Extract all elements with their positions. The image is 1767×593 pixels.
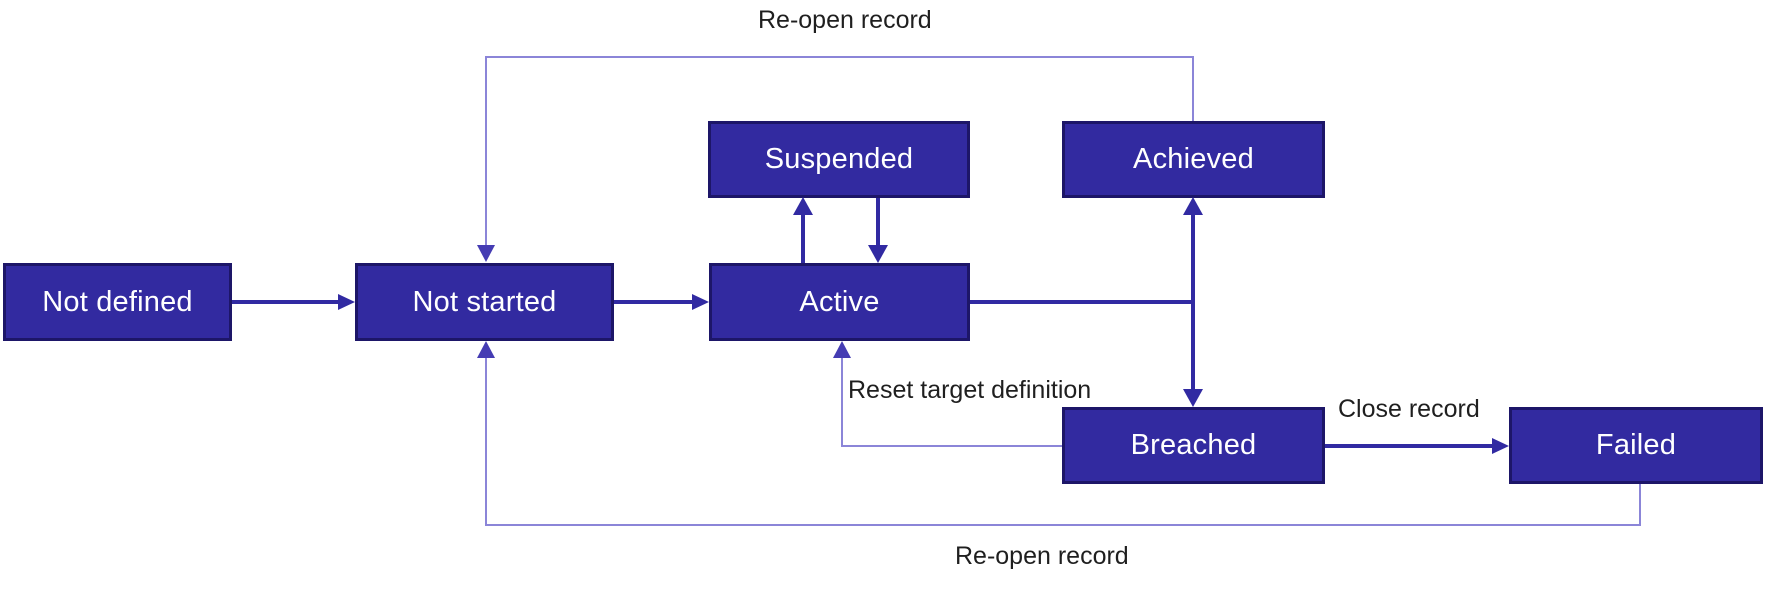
arrowhead-down-icon [868,245,888,263]
arrow-active-branch-vertical [1191,213,1195,392]
arrowhead-down-icon [477,245,495,262]
connector-failed-reopen-left [485,358,487,526]
arrowhead-right-icon [692,294,709,310]
edge-label-close-record: Close record [1338,395,1480,423]
arrow-active-branch-horizontal [970,300,1195,304]
connector-reset-horizontal [841,445,1062,447]
arrowhead-up-icon [1183,197,1203,215]
arrowhead-up-icon [477,341,495,358]
state-node-not-started: Not started [355,263,614,341]
arrow-active-to-suspended [801,212,805,263]
arrow-suspended-to-active [876,198,880,247]
state-node-suspended: Suspended [708,121,970,198]
connector-failed-reopen-right [1639,484,1641,525]
arrow-breached-to-failed [1325,444,1495,448]
arrow-not-started-to-active [614,300,694,304]
edge-label-reopen-record-bottom: Re-open record [955,542,1129,570]
connector-failed-reopen-bottom [485,524,1641,526]
arrow-not-defined-to-not-started [232,300,342,304]
state-node-active: Active [709,263,970,341]
arrowhead-right-icon [1492,438,1509,454]
state-node-not-defined: Not defined [3,263,232,341]
edge-label-reset-target-definition: Reset target definition [848,376,1092,404]
connector-achieved-reopen-right [1192,56,1194,121]
arrowhead-up-icon [833,341,851,358]
state-node-achieved: Achieved [1062,121,1325,198]
edge-label-reopen-record-top: Re-open record [758,6,932,34]
connector-achieved-reopen-left [485,56,487,246]
arrowhead-up-icon [793,197,813,215]
connector-reset-vertical [841,358,843,447]
state-node-breached: Breached [1062,407,1325,484]
state-node-failed: Failed [1509,407,1763,484]
connector-achieved-reopen-top [485,56,1194,58]
arrowhead-down-icon [1183,389,1203,407]
arrowhead-right-icon [338,294,355,310]
